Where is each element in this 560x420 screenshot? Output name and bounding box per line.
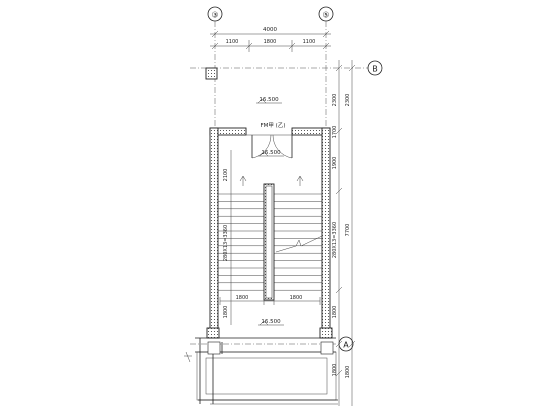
svg-text:B: B: [372, 65, 378, 74]
svg-text:A: A: [343, 341, 349, 350]
fire-door-swing: [246, 134, 293, 159]
svg-text:⑤: ⑤: [322, 11, 329, 20]
section-break-left: [185, 351, 191, 363]
column-lower-left: [207, 341, 221, 355]
pier-bottom-left: [206, 327, 220, 339]
stair-well-inner: [265, 185, 273, 299]
column-top-left: [205, 67, 218, 80]
svg-text:③: ③: [211, 11, 218, 20]
inner-dim-right: 1800: [290, 295, 303, 301]
right-dim-b: 1900: [332, 157, 338, 170]
stair-treads-left-flight: [218, 193, 264, 291]
level-mark-top: [256, 98, 282, 104]
right-dim-c: 1800: [332, 306, 338, 319]
axis-bubble-B: B: [367, 60, 383, 76]
right-dim-upper-b: 2300: [345, 94, 351, 107]
pier-bottom-right: [319, 327, 333, 339]
inner-dim-left: 1800: [236, 295, 249, 301]
right-dim-a: 1700: [332, 126, 338, 139]
left-dim-b: 1800: [223, 306, 229, 319]
wall-left: [209, 127, 219, 335]
right-dimension-chains: [335, 60, 356, 406]
column-lower-right: [320, 341, 334, 355]
wall-right: [321, 127, 331, 335]
right-dim-d: 1800: [332, 364, 338, 377]
axis-bubble-A: A: [338, 336, 354, 352]
axis-bubble-3: ③: [207, 6, 223, 22]
dim-seg-left: 1100: [226, 39, 239, 45]
level-label-mid: 16.500: [261, 150, 281, 156]
stair-break-line: [275, 235, 323, 253]
fire-door-label: FM甲 (乙): [261, 122, 286, 129]
left-dim-a: 2100: [223, 169, 229, 182]
level-mark-mid: [258, 151, 284, 157]
dim-seg-right: 1100: [303, 39, 316, 45]
level-label-bottom: 16.500: [261, 319, 281, 325]
right-dim-e: 1800: [345, 366, 351, 379]
up-arrow-right: [296, 175, 304, 186]
right-dim-upper: 2300: [332, 94, 338, 107]
level-label-top: 16.500: [259, 97, 279, 103]
up-arrow-left: [239, 175, 247, 186]
right-dim-total: 7700: [345, 224, 351, 237]
left-dim-stair: 280X13=3360: [223, 225, 229, 261]
dim-seg-mid: 1800: [264, 39, 277, 45]
inner-dim-landing: [219, 297, 321, 305]
level-mark-bottom: [258, 320, 284, 326]
stair-treads-right-flight: [274, 193, 322, 291]
dim-overall-width: 4000: [263, 27, 277, 33]
right-dim-stair: 280X13=3360: [332, 222, 338, 258]
axis-bubble-5: ⑤: [318, 6, 334, 22]
top-dimension-chain: [210, 30, 331, 52]
